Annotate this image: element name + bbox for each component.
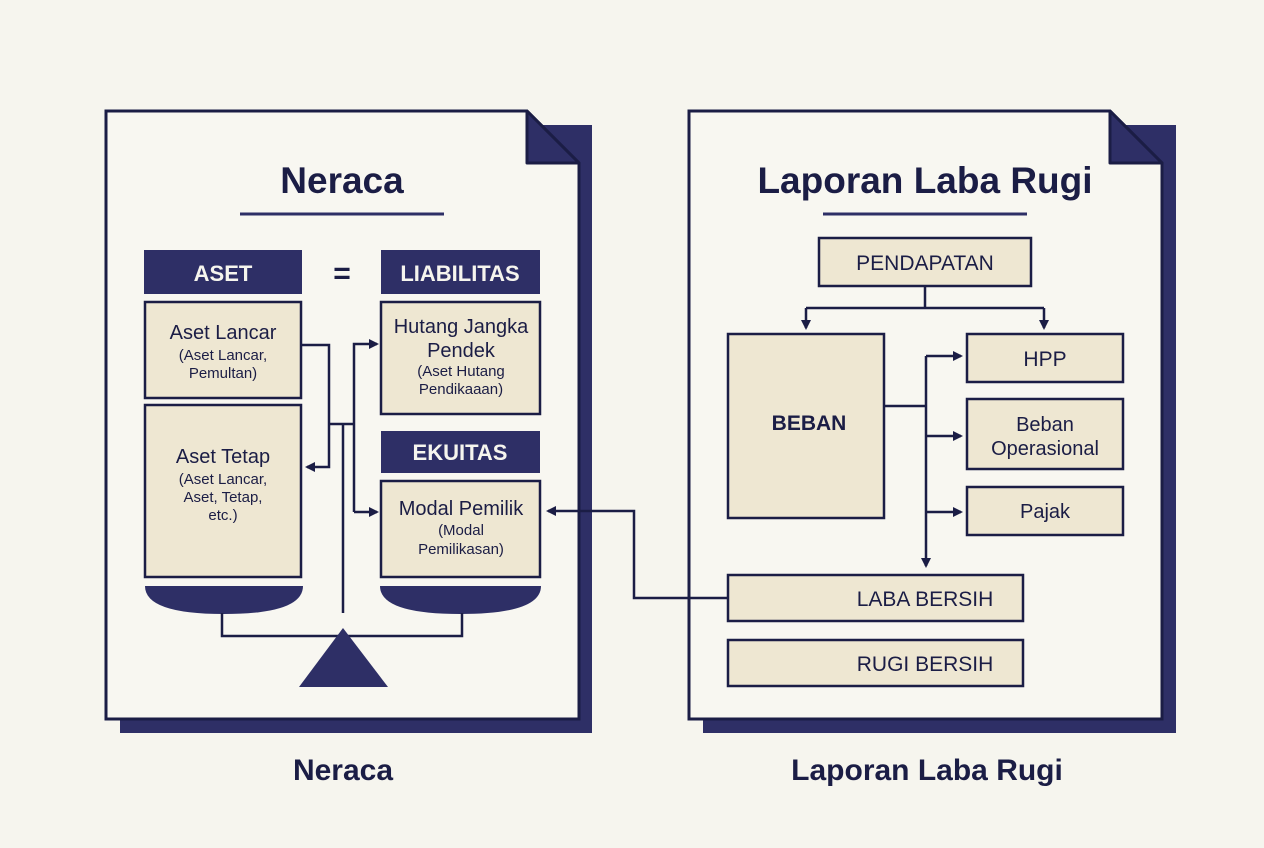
hpp-box <box>965 332 1125 384</box>
left-scale-pan <box>145 586 303 614</box>
laba-to-modal-arrow <box>546 506 728 600</box>
neraca-caption: Neraca <box>293 754 393 787</box>
aset-tetap-box <box>143 403 303 579</box>
ekuitas-header-label: EKUITAS <box>413 440 508 465</box>
pajak-box <box>965 485 1125 537</box>
aset-lancar-to-aset-tetap-arrow <box>301 343 331 472</box>
pendapatan-label: PENDAPATAN <box>856 252 994 275</box>
aset-lancar-box <box>143 300 303 400</box>
balance-scale <box>145 586 541 687</box>
aset-lancar-title: Aset Lancar <box>170 322 277 344</box>
beban-box <box>726 332 886 520</box>
laba-rugi-caption: Laporan Laba Rugi <box>791 754 1063 787</box>
right-scale-pan <box>380 586 541 614</box>
aset-tetap-title: Aset Tetap <box>176 446 270 468</box>
liabilitas-header <box>381 250 540 294</box>
rugi-bersih-box <box>726 638 1025 688</box>
aset-tetap-sub2: Aset, Tetap, <box>184 489 263 506</box>
hutang-title-1: Hutang Jangka <box>394 316 529 338</box>
liabilitas-header-label: LIABILITAS <box>400 261 519 286</box>
rugi-bersih-label: RUGI BERSIH <box>857 653 994 676</box>
modal-sub2: Pemilikasan) <box>418 541 504 558</box>
modal-sub1: (Modal <box>438 522 484 539</box>
scale-fulcrum <box>299 628 388 687</box>
hutang-title-2: Pendek <box>427 340 496 362</box>
aset-tetap-sub1: (Aset Lancar, <box>179 471 267 488</box>
laba-rugi-connectors <box>801 286 1049 568</box>
aset-lancar-sub2: Pemultan) <box>189 365 257 382</box>
beban-operasional-box <box>965 397 1125 471</box>
hutang-box <box>379 300 542 416</box>
modal-title: Modal Pemilik <box>399 498 524 520</box>
beban-label: BEBAN <box>772 412 847 435</box>
hutang-sub1: (Aset Hutang <box>417 363 505 380</box>
beban-operasional-label-2: Operasional <box>991 438 1099 460</box>
beban-operasional-label-1: Beban <box>1016 414 1074 436</box>
neraca-title: Neraca <box>280 160 404 201</box>
laba-bersih-label: LABA BERSIH <box>857 588 994 611</box>
hutang-sub2: Pendikaaan) <box>419 381 503 398</box>
laba-rugi-title: Laporan Laba Rugi <box>757 160 1092 201</box>
laba-rugi-doc-fold <box>1108 109 1164 165</box>
neraca-connectors <box>301 339 379 613</box>
pajak-label: Pajak <box>1020 501 1071 523</box>
aset-header-label: ASET <box>194 261 253 286</box>
ekuitas-header <box>381 431 540 473</box>
aset-lancar-sub1: (Aset Lancar, <box>179 347 267 364</box>
modal-box <box>379 479 542 579</box>
to-hutang-arrow <box>352 339 379 512</box>
aset-header <box>144 250 302 294</box>
equals-sign: = <box>333 257 351 290</box>
aset-tetap-sub3: etc.) <box>208 507 237 524</box>
neraca-doc-fold <box>525 109 581 165</box>
hpp-label: HPP <box>1023 348 1066 371</box>
